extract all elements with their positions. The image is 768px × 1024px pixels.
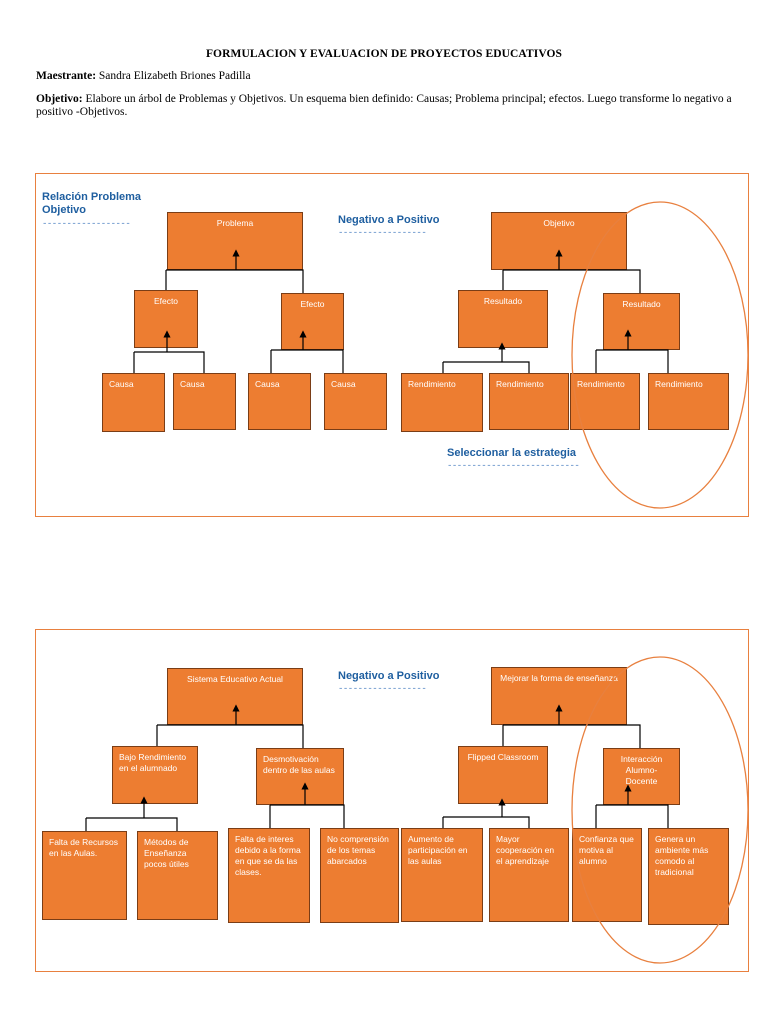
diagram2-result-left-box: Flipped Classroom [458,746,548,804]
diagram1-result-left-box: Resultado [458,290,548,348]
diagram1-performance-box-1: Rendimiento [401,373,483,432]
diagram1-performance-text-3: Rendimiento [577,379,625,389]
diagram1-effect-left-box: Efecto [134,290,198,348]
diagram1-center-underline: ------------------ [338,228,427,238]
diagram1-problem-box: Problema [167,212,303,270]
diagram2-problem-text: Sistema Educativo Actual [187,674,283,684]
diagram2-performance-box-1: Aumento de participación en las aulas [401,828,483,922]
diagram1-cause-box-2: Causa [173,373,236,430]
diagram1-strategy-underline: --------------------------- [447,461,580,471]
diagram1-performance-box-2: Rendimiento [489,373,569,430]
diagram2-effect-left-text: Bajo Rendimiento en el alumnado [119,752,187,773]
diagram1-strategy-label: Seleccionar la estrategia [447,447,577,459]
diagram2-objective-text: Mejorar la forma de enseñanza [500,673,618,683]
diagram2-result-right-text: Interacción Alumno-Docente [620,754,663,786]
diagram1-cause-box-1: Causa [102,373,165,432]
diagram2-performance-box-4: Genera un ambiente más comodo al tradici… [648,828,729,925]
diagram1-cause-text-4: Causa [331,379,356,389]
diagram2-center-label: Negativo a Positivo [338,670,440,682]
diagram1-cause-text-3: Causa [255,379,280,389]
diagram2-center-underline: ------------------ [338,684,427,694]
diagram1-performance-text-1: Rendimiento [408,379,456,389]
diagram1-performance-text-2: Rendimiento [496,379,544,389]
diagram2-objective-box: Mejorar la forma de enseñanza [491,667,627,725]
objective-line: Objetivo: Elabore un árbol de Problemas … [36,93,736,119]
document-title: FORMULACION Y EVALUACION DE PROYECTOS ED… [205,48,563,60]
diagram2-result-right-box: Interacción Alumno-Docente [603,748,680,805]
diagram2-cause-text-1: Falta de Recursos en las Aulas. [49,837,118,858]
diagram2-performance-text-4: Genera un ambiente más comodo al tradici… [655,834,709,877]
diagram2-cause-box-4: No comprensión de los temas abarcados [320,828,399,923]
diagram2-effect-right-box: Desmotivación dentro de las aulas [256,748,344,805]
diagram2-performance-box-2: Mayor cooperación en el aprendizaje [489,828,569,922]
diagram2-effect-right-text: Desmotivación dentro de las aulas [263,754,335,775]
diagram1-result-left-text: Resultado [483,296,523,306]
diagram1-center-label: Negativo a Positivo [338,214,440,226]
diagram2-performance-text-3: Confianza que motiva al alumno [579,834,634,866]
diagram2-cause-text-3: Falta de interes debido a la forma en qu… [235,834,301,877]
diagram1-cause-text-2: Causa [180,379,205,389]
diagram1-result-right-text: Resultado [622,299,661,309]
diagram2-cause-box-3: Falta de interes debido a la forma en qu… [228,828,310,923]
diagram1-cause-text-1: Causa [109,379,134,389]
diagram1-performance-box-4: Rendimiento [648,373,729,430]
diagram2-cause-text-2: Métodos de Enseñanza pocos útiles [144,837,189,869]
objective-text: Elabore un árbol de Problemas y Objetivo… [36,93,732,118]
diagram2-performance-text-1: Aumento de participación en las aulas [408,834,468,866]
teacher-line: Maestrante: Sandra Elizabeth Briones Pad… [36,70,251,82]
diagram2-cause-box-2: Métodos de Enseñanza pocos útiles [137,831,218,920]
diagram1-heading: Relación Problema Objetivo [42,191,142,216]
diagram1-result-right-box: Resultado [603,293,680,350]
diagram1-cause-box-3: Causa [248,373,311,430]
diagram1-problem-text: Problema [216,218,254,228]
diagram1-performance-text-4: Rendimiento [655,379,703,389]
diagram1-effect-right-box: Efecto [281,293,344,350]
diagram1-heading-underline: ------------------ [42,219,131,229]
diagram2-problem-box: Sistema Educativo Actual [167,668,303,725]
diagram2-cause-text-4: No comprensión de los temas abarcados [327,834,389,866]
diagram1-effect-left-text: Efecto [153,296,179,306]
diagram2-performance-text-2: Mayor cooperación en el aprendizaje [496,834,555,866]
diagram2-performance-box-3: Confianza que motiva al alumno [572,828,642,922]
diagram2-result-left-text: Flipped Classroom [467,752,539,762]
teacher-label: Maestrante: [36,70,97,82]
teacher-name: Sandra Elizabeth Briones Padilla [98,70,251,82]
objective-label: Objetivo: [36,93,83,105]
diagram1-objective-box: Objetivo [491,212,627,270]
diagram1-objective-text: Objetivo [543,218,575,228]
diagram1-effect-right-text: Efecto [300,299,325,309]
diagram1-cause-box-4: Causa [324,373,387,430]
diagram2-cause-box-1: Falta de Recursos en las Aulas. [42,831,127,920]
diagram2-effect-left-box: Bajo Rendimiento en el alumnado [112,746,198,804]
diagram1-performance-box-3: Rendimiento [570,373,640,430]
